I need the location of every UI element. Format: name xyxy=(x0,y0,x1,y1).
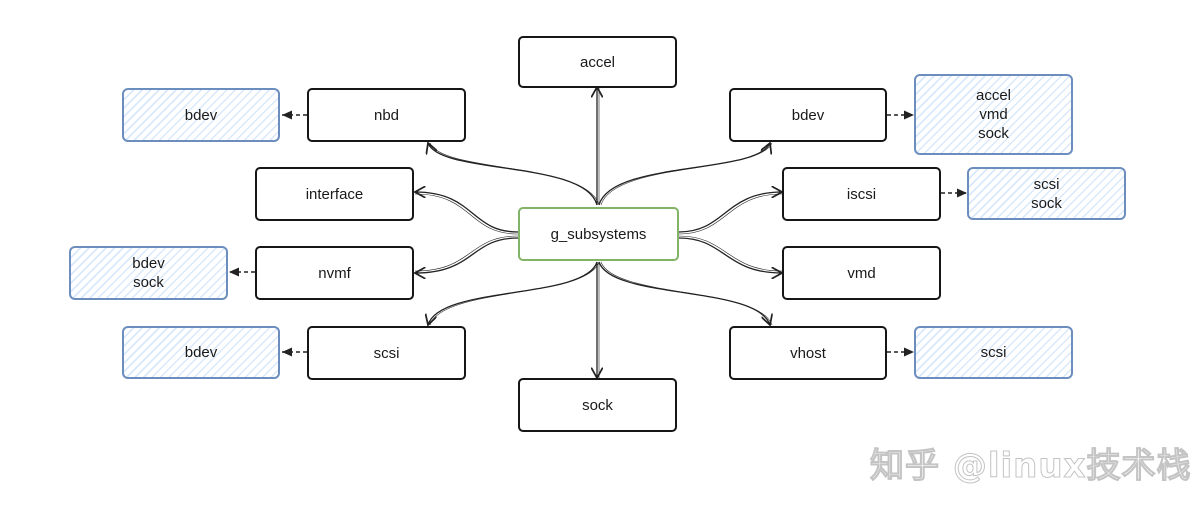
node-bdev: bdev xyxy=(729,88,887,142)
dep-label: vmd xyxy=(979,106,1008,123)
dep-label: bdev xyxy=(132,255,165,272)
node-vhost: vhost xyxy=(729,326,887,380)
watermark: 知乎 @linux技术栈 xyxy=(870,446,1192,487)
node-label: scsi xyxy=(373,344,400,362)
edge-center-scsi xyxy=(428,261,598,325)
node-label: sock xyxy=(582,396,613,414)
edge-center-nbd xyxy=(428,143,598,206)
node-interface: interface xyxy=(255,167,414,221)
edge-center-nvmf xyxy=(415,237,519,273)
node-vmd: vmd xyxy=(782,246,941,300)
node-iscsi: iscsi xyxy=(782,167,941,221)
edge-center-bdev xyxy=(598,143,770,206)
node-label: interface xyxy=(305,185,364,203)
node-label: iscsi xyxy=(846,185,877,203)
node-label: nvmf xyxy=(318,264,351,282)
dep-box-bdev: accel vmd sock xyxy=(914,74,1073,155)
dep-label: accel xyxy=(975,87,1012,104)
node-accel: accel xyxy=(518,36,677,88)
node-nbd: nbd xyxy=(307,88,466,142)
dep-box-nbd: bdev xyxy=(122,88,280,142)
node-label: accel xyxy=(579,53,616,71)
edge-center-iscsi xyxy=(678,192,782,233)
node-nvmf: nvmf xyxy=(255,246,414,300)
node-label: vhost xyxy=(790,344,826,362)
dep-label: bdev xyxy=(184,344,218,361)
dep-label: bdev xyxy=(184,106,218,124)
edge-center-interface xyxy=(415,192,519,233)
dep-label: scsi xyxy=(980,344,1007,361)
dep-label: sock xyxy=(978,125,1009,142)
node-label: bdev xyxy=(791,106,825,124)
dep-label: scsi xyxy=(1033,175,1060,193)
dep-box-nvmf: bdev sock xyxy=(69,246,228,300)
node-label: g_subsystems xyxy=(550,225,647,243)
node-label: nbd xyxy=(373,106,400,124)
node-sock: sock xyxy=(518,378,677,432)
edge-center-vhost xyxy=(598,261,770,325)
dep-box-scsi: bdev xyxy=(122,326,280,379)
node-g-subsystems: g_subsystems xyxy=(518,207,679,261)
dep-box-vhost: scsi xyxy=(914,326,1073,379)
dep-label: sock xyxy=(133,274,164,291)
node-scsi: scsi xyxy=(307,326,466,380)
node-label: vmd xyxy=(847,264,876,282)
dep-label: sock xyxy=(1031,194,1062,212)
dep-box-iscsi: scsi sock xyxy=(967,167,1126,220)
edge-center-vmd xyxy=(678,237,782,273)
